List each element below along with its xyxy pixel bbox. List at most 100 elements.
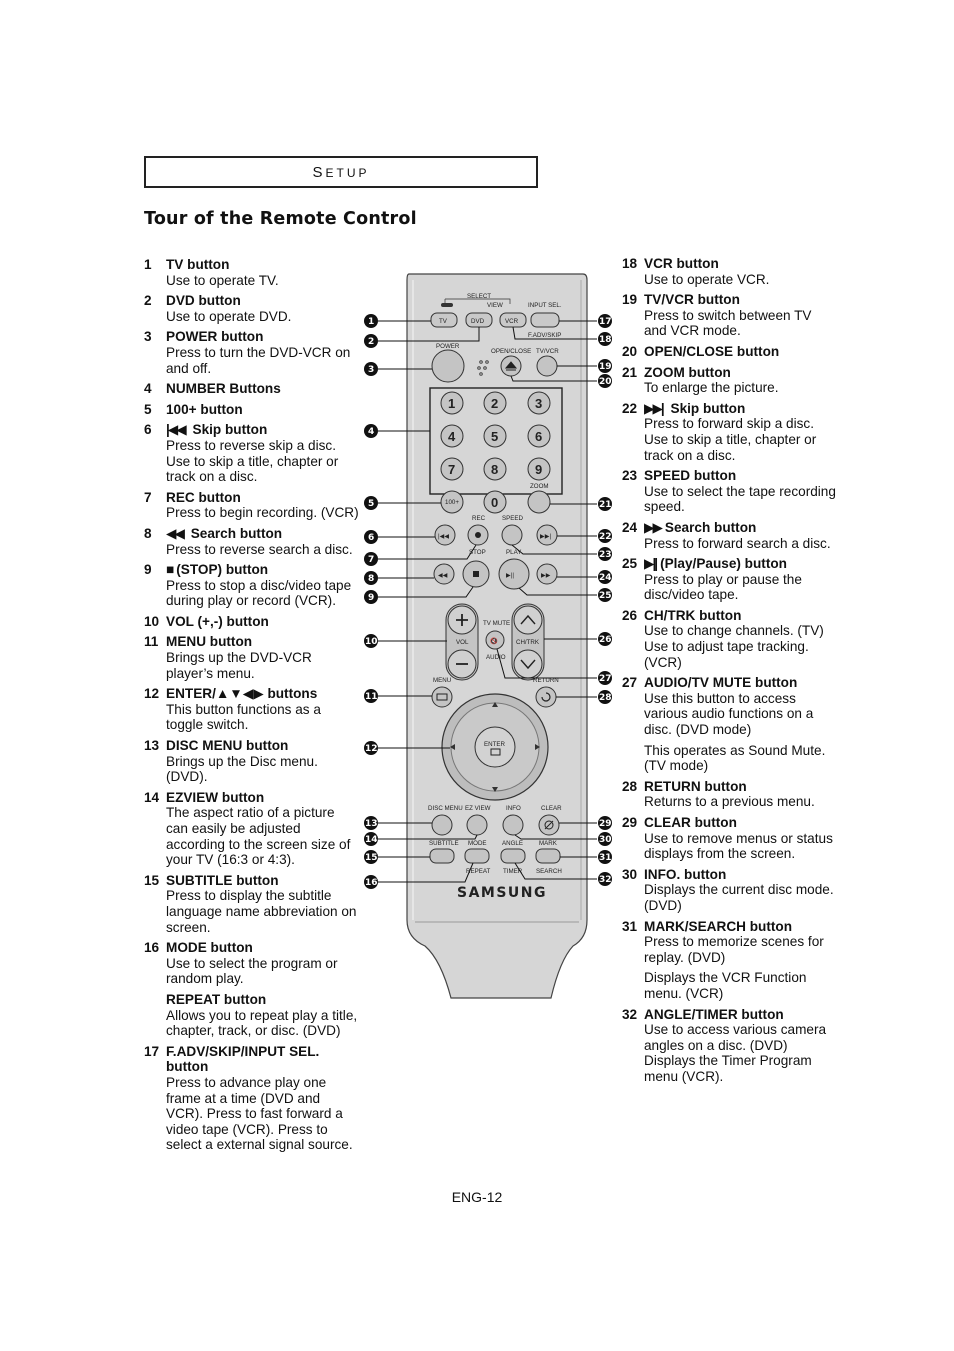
power-button[interactable] [431,349,465,383]
callout-badges: 1 2 3 4 5 6 7 8 9 10 11 12 13 14 15 16 1… [364,314,612,889]
svg-text:6: 6 [368,533,374,543]
info-button[interactable] [502,814,524,836]
svg-text:POWER: POWER [436,343,460,350]
view-label: VIEW [487,302,503,309]
arrow-up-icon [492,702,498,707]
svg-text:3: 3 [535,396,542,411]
stop-icon: ■ [166,562,174,578]
callout-1 [364,314,378,328]
svg-text:3: 3 [368,365,374,375]
return-button[interactable] [535,686,557,708]
skip-back-button[interactable] [434,524,456,546]
hundred-plus-button[interactable] [440,490,464,514]
svg-text:27: 27 [599,674,612,684]
clear-icon [544,820,554,830]
fast-forward-button[interactable] [536,563,558,585]
disc-menu-button[interactable] [431,814,453,836]
svg-text:DISC MENU: DISC MENU [428,805,463,812]
svg-text:SEARCH: SEARCH [536,868,562,875]
callout-17 [598,314,612,328]
svg-text:6: 6 [535,429,542,444]
callout-14 [364,832,378,846]
eject-icon [504,361,518,371]
number-button-9[interactable] [527,457,551,481]
svg-text:2: 2 [368,337,374,347]
tv-vcr-button[interactable] [536,355,558,377]
svg-text:7: 7 [448,462,455,477]
enter-button[interactable] [474,726,516,768]
number-button-4[interactable] [440,424,464,448]
svg-text:ZOOM: ZOOM [530,483,549,490]
subtitle-button[interactable] [429,848,455,864]
callout-13 [364,816,378,830]
number-button-2[interactable] [483,391,507,415]
tv-button[interactable] [430,312,458,328]
svg-text:DVD: DVD [471,318,485,325]
svg-text:11: 11 [365,692,378,702]
skip-back-button-icon: |◀◀ [438,533,449,540]
svg-text:5: 5 [368,499,374,509]
mode-repeat-button[interactable] [464,848,490,864]
speed-button[interactable] [501,524,523,546]
svg-text:22: 22 [599,532,612,542]
callout-29 [598,816,612,830]
mark-search-button[interactable] [535,848,561,864]
number-button-7[interactable] [440,457,464,481]
number-button-0[interactable] [483,490,507,514]
play-pause-button[interactable] [498,558,530,590]
rewind-button[interactable] [433,563,455,585]
callout-10 [364,634,378,648]
zoom-button[interactable] [527,490,551,514]
callout-23 [598,547,612,561]
svg-text:2: 2 [491,396,498,411]
svg-text:CLEAR: CLEAR [541,805,562,812]
svg-text:21: 21 [599,500,612,510]
ez-view-button[interactable] [466,814,488,836]
ch-trk-down-button[interactable] [513,649,543,679]
menu-button[interactable] [431,686,453,708]
number-button-1[interactable] [440,391,464,415]
svg-text:MENU: MENU [433,677,451,684]
callout-11 [364,689,378,703]
svg-text:REC: REC [472,515,486,522]
rewind-button-icon: ◀◀ [438,572,448,579]
number-button-3[interactable] [527,391,551,415]
number-button-5[interactable] [483,424,507,448]
number-button-6[interactable] [527,424,551,448]
chevron-down-icon [520,659,536,670]
callout-5 [364,496,378,510]
number-button-8[interactable] [483,457,507,481]
audio-tv-mute-button[interactable] [485,630,505,650]
angle-timer-button[interactable] [500,848,526,864]
callout-4 [364,424,378,438]
callout-6 [364,530,378,544]
callout-16 [364,875,378,889]
callout-19 [598,359,612,373]
svg-text:18: 18 [599,335,612,345]
callout-12 [364,741,378,755]
section-header: SETUP [144,156,538,188]
callout-20 [598,374,612,388]
ch-trk-up-button[interactable] [513,605,543,635]
fadv-skip-button[interactable] [530,312,560,328]
rewind-icon: ◀◀ [166,525,185,541]
skip-forward-button[interactable] [536,524,558,546]
